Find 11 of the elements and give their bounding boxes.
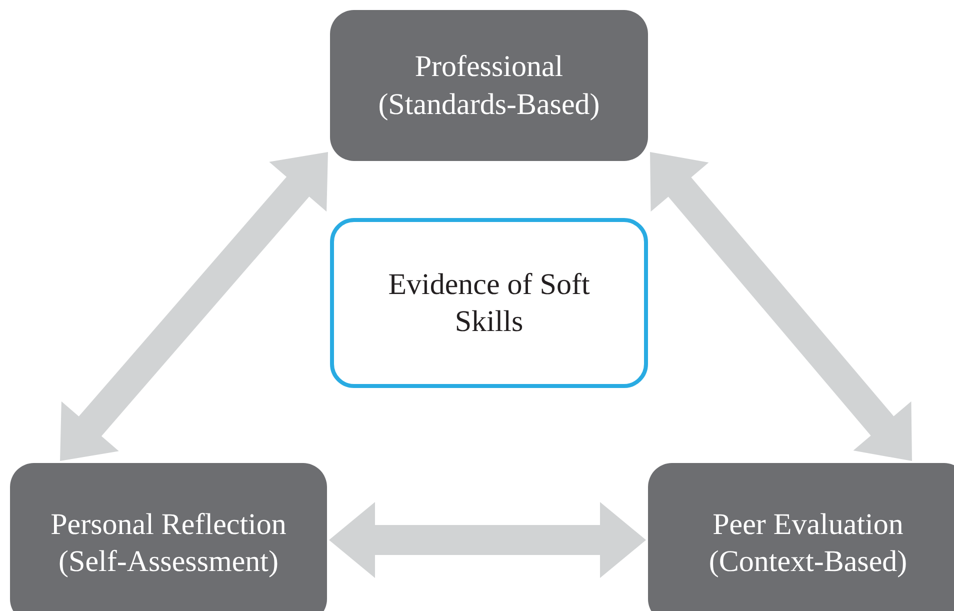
double-arrow [650,152,912,461]
rounded-box [648,463,954,611]
node-label: Evidence of Soft Skills [387,266,591,340]
node-label: Personal Reflection (Self-Assessment) [50,506,288,580]
rounded-box [10,463,327,611]
node-label: Peer Evaluation (Context-Based) [708,506,908,580]
double-arrow [329,502,646,578]
rounded-box [330,10,648,161]
double-arrow [60,152,328,461]
highlight-box [330,218,648,388]
node-label: Professional (Standards-Based) [377,49,601,122]
